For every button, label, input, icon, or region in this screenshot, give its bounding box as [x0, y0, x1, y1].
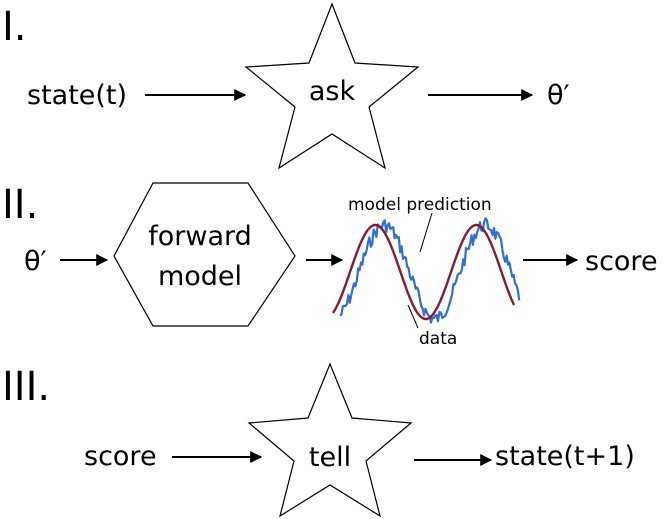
step-3-input-label: score [84, 441, 157, 472]
step-1-output-label: θ′ [547, 80, 570, 111]
model-prediction-label: model prediction [348, 195, 492, 215]
forward-model-hexagon [113, 182, 296, 327]
forward-model-label-line1: forward [148, 221, 252, 252]
model-prediction-pointer [419, 212, 433, 253]
data-label: data [419, 329, 457, 349]
forward-model-label-line2: model [158, 261, 242, 292]
step-1-input-label: state(t) [27, 80, 127, 111]
step-2-numeral: II. [2, 182, 38, 228]
tell-star-shape [247, 362, 413, 518]
model-prediction-wave-line [332, 223, 516, 321]
step-3-output-label: state(t+1) [495, 441, 635, 472]
waveform-plot [332, 217, 521, 324]
step-2-input-label: θ′ [24, 246, 47, 277]
step-1-numeral: I. [2, 4, 27, 50]
ask-label: ask [309, 76, 356, 107]
tell-label: tell [309, 442, 351, 473]
ask-star-shape [244, 2, 420, 170]
step-3-numeral: III. [2, 364, 50, 410]
data-pointer [407, 304, 419, 329]
step-2-output-label: score [585, 246, 658, 277]
data-wave-line [339, 217, 521, 324]
